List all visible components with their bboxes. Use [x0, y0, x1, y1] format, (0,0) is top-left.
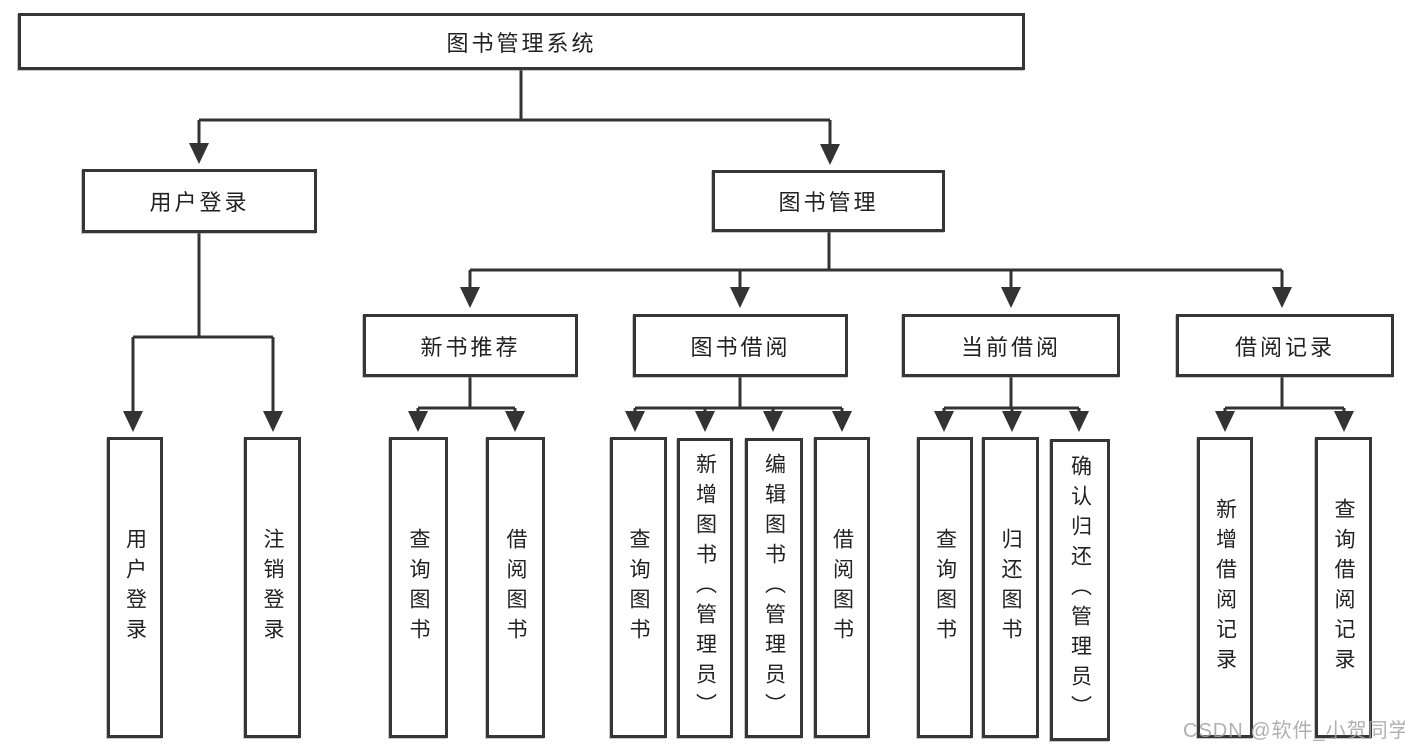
leaf-recommend-borrow-book: 借阅图书 — [486, 437, 545, 738]
leaf-records-query-record: 查询借阅记录 — [1315, 437, 1372, 738]
node-book-management: 图书管理 — [712, 170, 945, 232]
node-user-login: 用户登录 — [82, 169, 317, 233]
node-borrow-records: 借阅记录 — [1176, 314, 1394, 377]
leaf-current-return-book: 归还图书 — [982, 437, 1039, 738]
node-library-system: 图书管理系统 — [18, 13, 1025, 70]
leaf-borrow-edit-book-admin: 编辑图书（管理员） — [745, 438, 803, 738]
node-new-book-recommend: 新书推荐 — [363, 314, 578, 377]
leaf-recommend-query-book: 查询图书 — [389, 437, 448, 738]
node-book-borrow: 图书借阅 — [633, 314, 848, 377]
leaf-user-login: 用户登录 — [107, 437, 163, 738]
leaf-borrow-add-book-admin: 新增图书（管理员） — [677, 438, 733, 738]
leaf-borrow-query-book: 查询图书 — [610, 437, 667, 738]
watermark: CSDN @软件_小贺同学 — [1183, 720, 1405, 742]
node-current-borrow: 当前借阅 — [902, 314, 1120, 377]
leaf-borrow-borrow-book: 借阅图书 — [814, 437, 870, 738]
leaf-current-confirm-return-admin: 确认归还（管理员） — [1050, 439, 1110, 741]
leaf-logout: 注销登录 — [244, 437, 301, 738]
leaf-current-query-book: 查询图书 — [917, 437, 973, 738]
leaf-records-add-record: 新增借阅记录 — [1197, 437, 1253, 738]
